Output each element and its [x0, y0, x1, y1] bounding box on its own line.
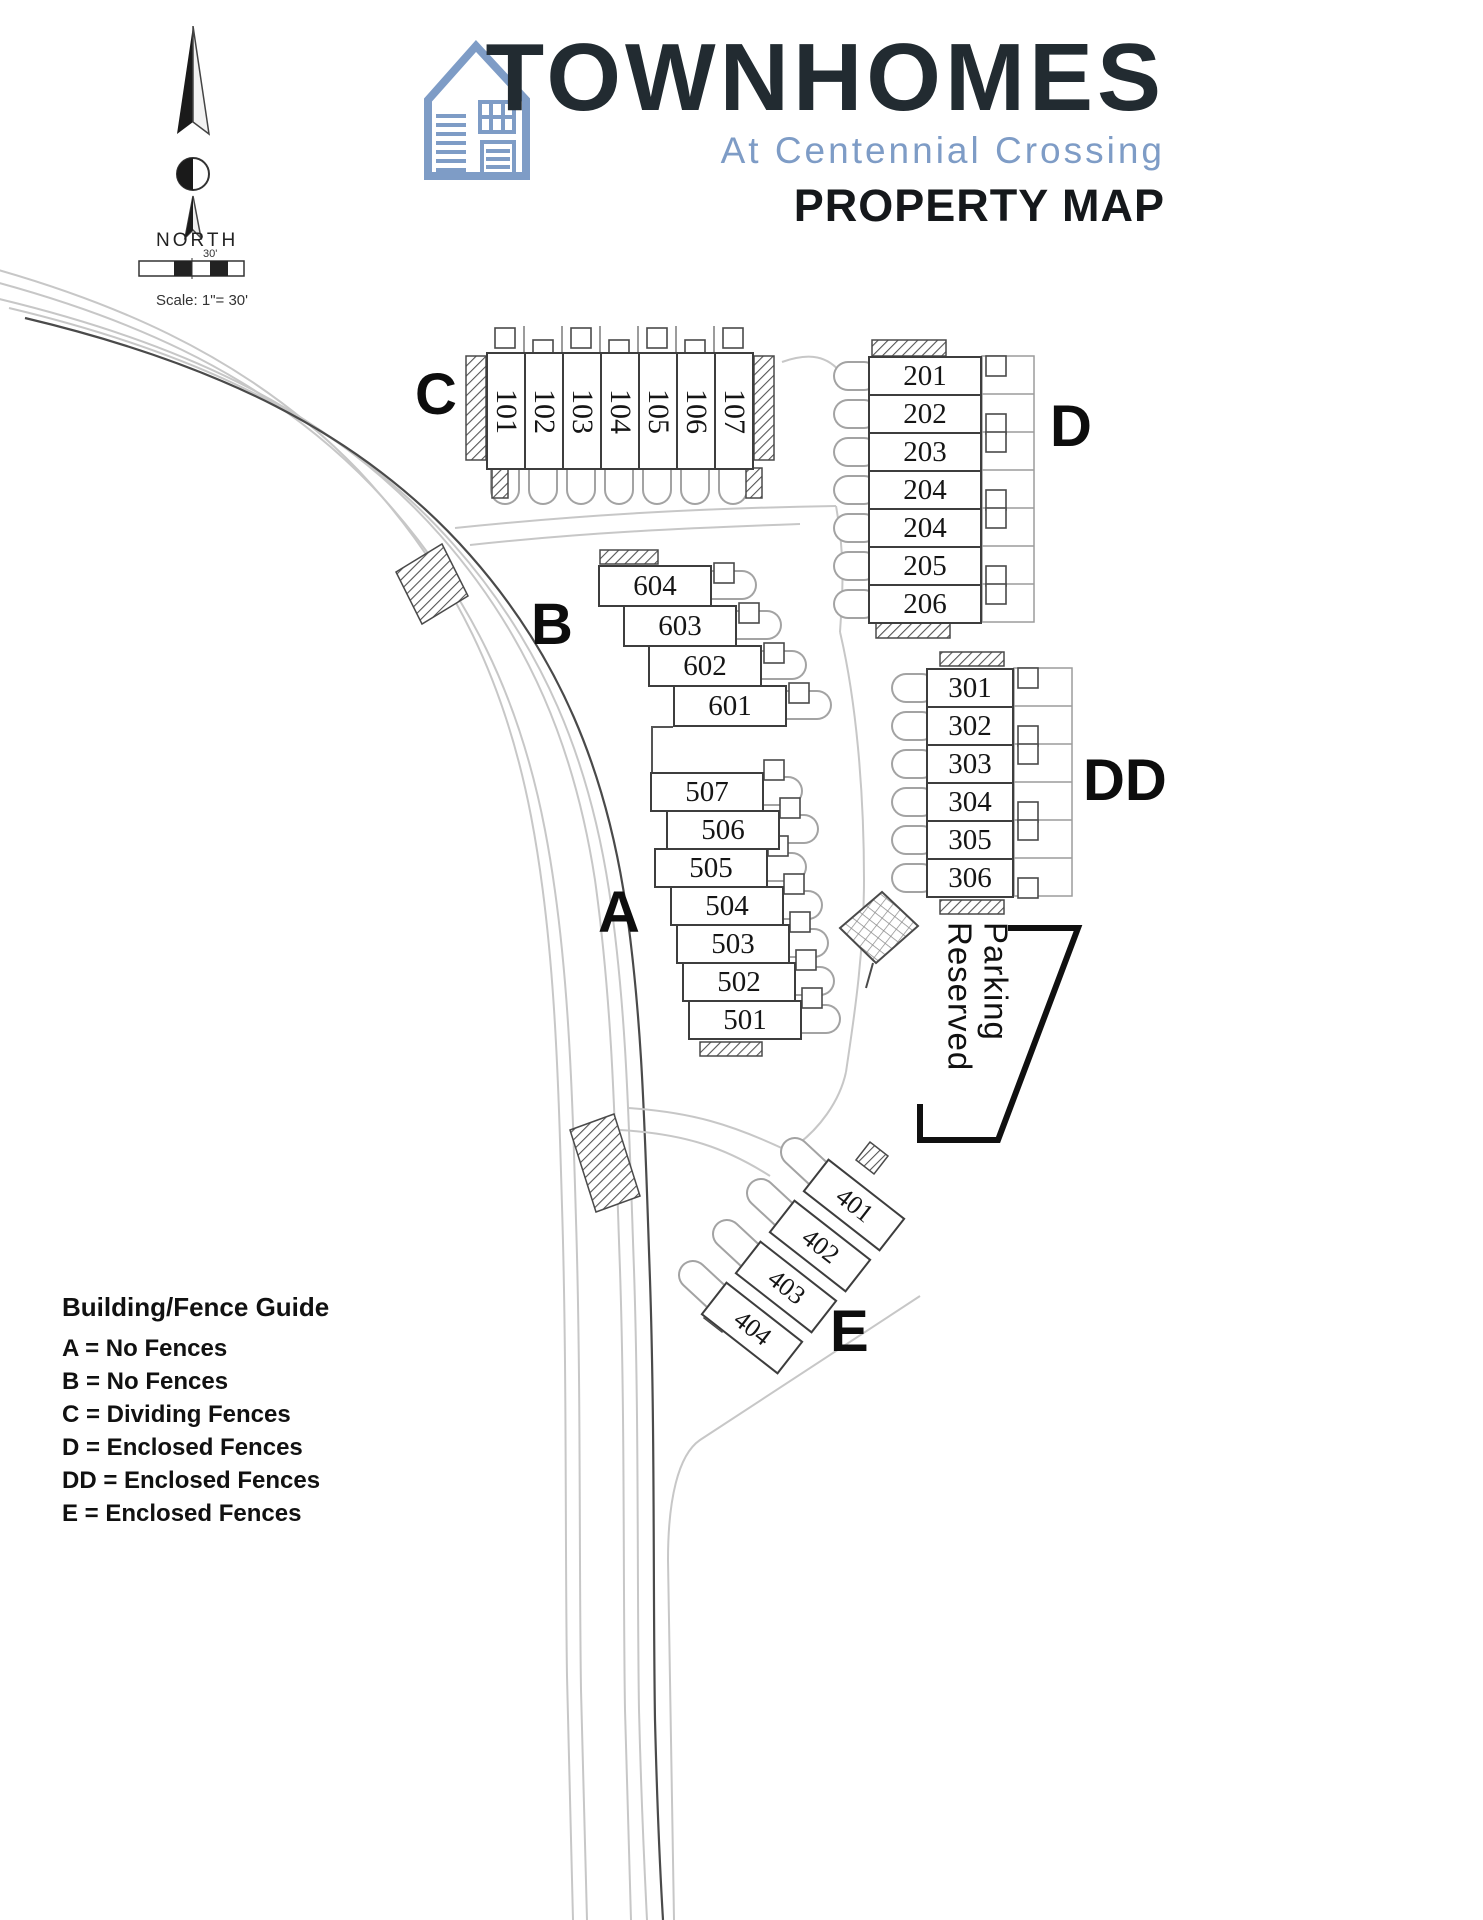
map-title: PROPERTY MAP — [793, 180, 1165, 231]
road-edges — [0, 269, 921, 1920]
legend-item: DD = Enclosed Fences — [62, 1467, 321, 1494]
unit-box: 501 — [688, 1000, 802, 1040]
unit-box: 102 — [524, 352, 564, 470]
unit-box: 306 — [926, 858, 1014, 898]
unit-box: 201 — [868, 356, 982, 396]
unit-box: 602 — [648, 645, 762, 687]
legend-item: C = Dividing Fences — [62, 1401, 291, 1428]
building-label-d: D — [1050, 394, 1092, 459]
unit-box: 507 — [650, 772, 764, 812]
unit-box: 305 — [926, 820, 1014, 860]
road-boundary — [24, 316, 665, 1920]
legend: Building/Fence Guide A = No Fences B = N… — [62, 1292, 329, 1530]
building-label-a: A — [598, 880, 640, 945]
driveways — [490, 361, 937, 1316]
unit-box: 301 — [926, 668, 1014, 708]
unit-box: 204 — [868, 508, 982, 548]
reserved-parking-bracket — [917, 925, 1083, 1143]
legend-item: A = No Fences — [62, 1335, 228, 1362]
unit-box: 206 — [868, 584, 982, 624]
building-label-c: C — [415, 362, 457, 427]
unit-box: 604 — [598, 565, 712, 607]
unit-box: 101 — [486, 352, 526, 470]
unit-box: 104 — [600, 352, 640, 470]
unit-box: 203 — [868, 432, 982, 472]
yard-fences — [523, 326, 1073, 897]
unit-box: 205 — [868, 546, 982, 586]
scale-tick-label: 30' — [203, 248, 218, 260]
reserved-parking-line2: Parking — [977, 922, 1015, 1041]
reserved-parking-label: Reserved Parking — [941, 922, 1015, 1072]
north-arrow-icon — [176, 26, 211, 241]
unit-box: 504 — [670, 886, 784, 926]
scale-bar — [138, 258, 245, 279]
legend-item: E = Enclosed Fences — [62, 1500, 302, 1527]
unit-box: 502 — [682, 962, 796, 1002]
unit-box: 202 — [868, 394, 982, 434]
unit-box: 105 — [638, 352, 678, 470]
unit-box: 302 — [926, 706, 1014, 746]
crosswalk — [395, 542, 641, 1213]
header: TOWNHOMES At Centennial Crossing PROPERT… — [420, 30, 1165, 232]
unit-box: 506 — [666, 810, 780, 850]
building-label-dd: DD — [1083, 748, 1167, 813]
building-label-b: B — [531, 592, 573, 657]
unit-box: 204 — [868, 470, 982, 510]
north-label: NORTH — [156, 230, 239, 251]
unit-box: 601 — [673, 685, 787, 727]
building-label-e: E — [830, 1299, 869, 1364]
legend-item: B = No Fences — [62, 1368, 229, 1395]
page-subtitle: At Centennial Crossing — [720, 130, 1165, 171]
unit-box: 107 — [714, 352, 754, 470]
unit-box: 505 — [654, 848, 768, 888]
townhomes-house-icon — [424, 40, 530, 180]
unit-box: 106 — [676, 352, 716, 470]
reserved-parking-pad — [838, 890, 920, 989]
unit-box: 304 — [926, 782, 1014, 822]
unit-box: 303 — [926, 744, 1014, 784]
legend-title: Building/Fence Guide — [62, 1292, 330, 1322]
unit-box: 603 — [623, 605, 737, 647]
unit-box: 103 — [562, 352, 602, 470]
connector-wall — [651, 726, 673, 772]
reserved-parking-line1: Reserved — [941, 922, 979, 1072]
scale-label: Scale: 1"= 30' — [156, 292, 248, 309]
page-title: TOWNHOMES — [485, 24, 1165, 131]
unit-box: 503 — [676, 924, 790, 964]
legend-item: D = Enclosed Fences — [62, 1434, 303, 1461]
